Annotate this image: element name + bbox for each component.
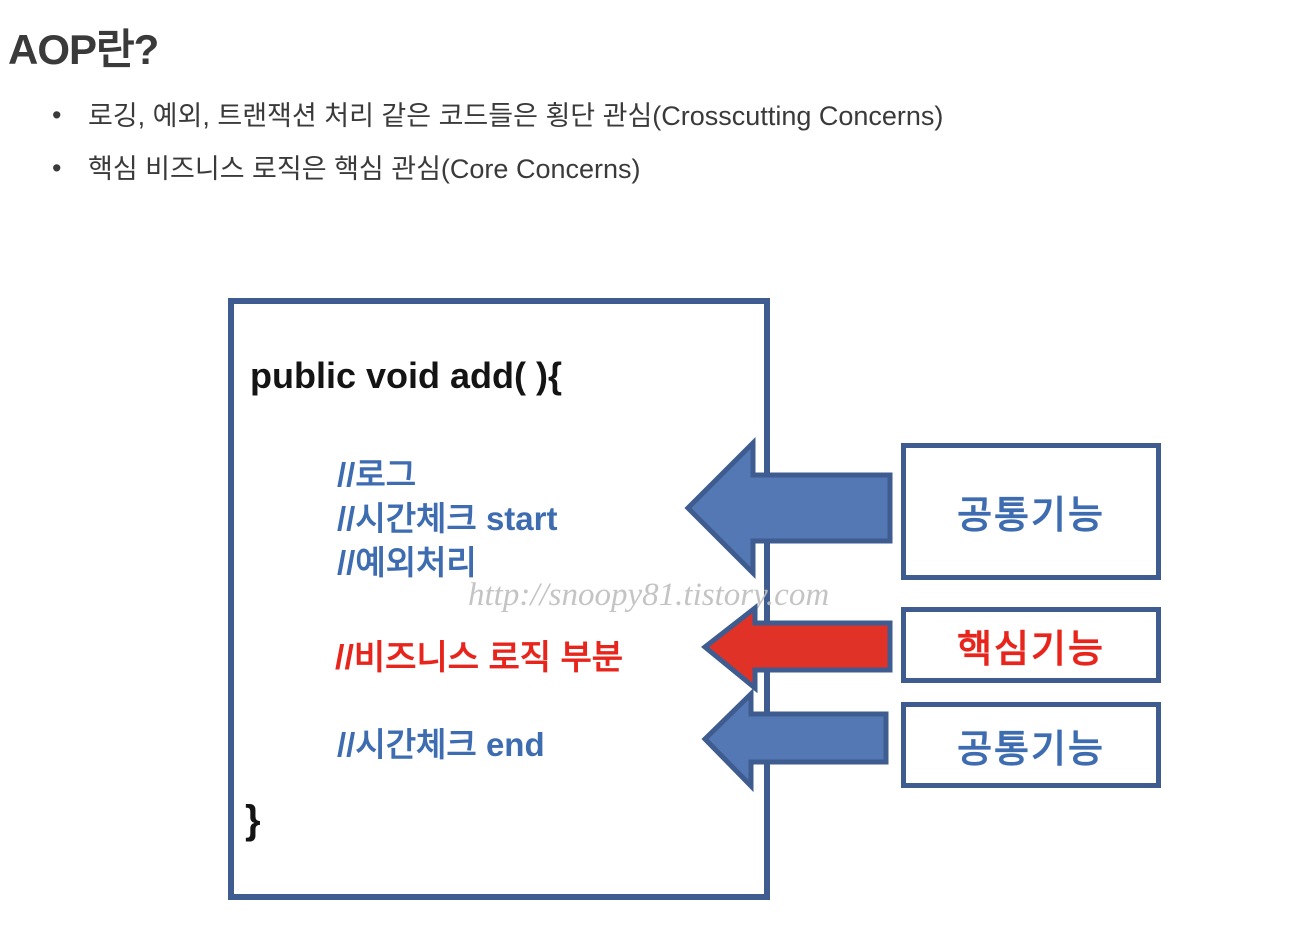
watermark-url: http://snoopy81.tistory.com xyxy=(468,577,830,613)
code-comment-business-logic: //비즈니스 로직 부분 xyxy=(335,639,624,677)
common-arrow-bottom-icon xyxy=(701,688,889,793)
code-method-box xyxy=(228,298,770,900)
core-function-label: 핵심기능 xyxy=(957,628,1105,671)
common-arrow-top-icon xyxy=(684,436,893,580)
code-comment-exception: //예외처리 xyxy=(337,544,477,581)
core-arrow-icon xyxy=(700,602,893,694)
bullet-crosscutting-concerns: 로깅, 예외, 트랜잭션 처리 같은 코드들은 횡단 관심(Crosscutti… xyxy=(52,97,943,134)
common-function-box-top: 공통기능 xyxy=(901,443,1161,580)
common-function-label-bottom: 공통기능 xyxy=(957,728,1105,771)
code-comment-timecheck-end: //시간체크 end xyxy=(337,726,545,763)
code-comment-log: //로그 xyxy=(337,456,417,493)
page-title: AOP란? xyxy=(8,26,159,73)
common-function-box-bottom: 공통기능 xyxy=(901,702,1161,788)
common-function-label-top: 공통기능 xyxy=(957,495,1105,537)
core-function-box: 핵심기능 xyxy=(901,607,1161,683)
code-closing-brace: } xyxy=(245,798,261,842)
code-method-signature: public void add( ){ xyxy=(250,355,562,396)
bullet-core-concerns: 핵심 비즈니스 로직은 핵심 관심(Core Concerns) xyxy=(52,150,943,187)
code-comment-timecheck-start: //시간체크 start xyxy=(337,500,558,537)
bullet-list: 로깅, 예외, 트랜잭션 처리 같은 코드들은 횡단 관심(Crosscutti… xyxy=(52,97,943,204)
